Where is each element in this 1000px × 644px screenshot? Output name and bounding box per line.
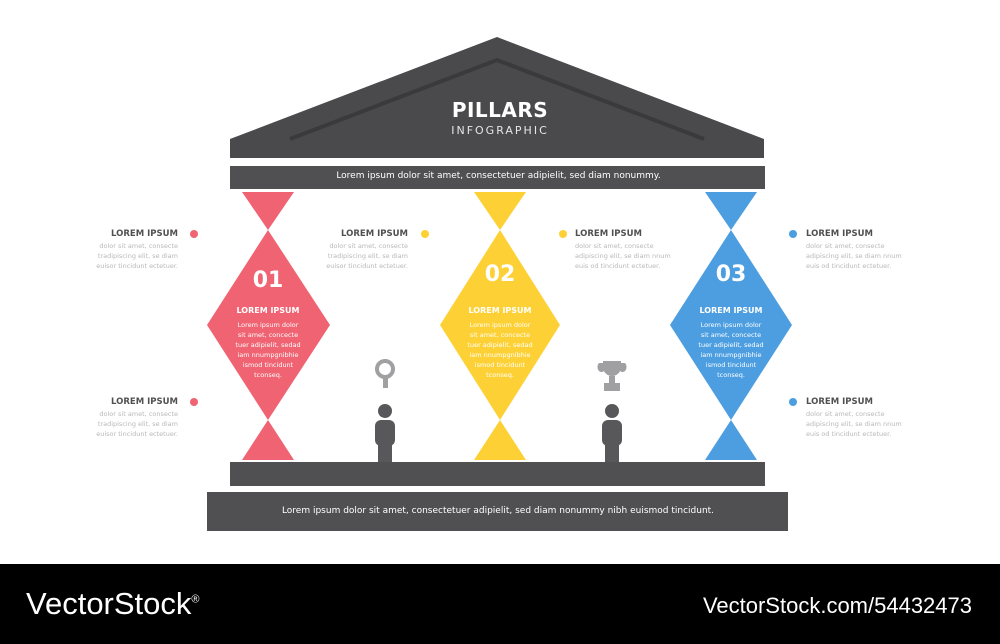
diagram-subtitle: INFOGRAPHIC <box>451 124 549 137</box>
top-beam <box>230 166 765 189</box>
diagram-title: PILLARS <box>451 98 549 122</box>
dot-left-top <box>190 230 198 238</box>
magnifier-icon <box>375 359 395 388</box>
pillar-1-heading: LOREM IPSUM <box>236 306 300 315</box>
floor-beam <box>230 462 765 486</box>
pillar-1-diamond <box>207 230 330 420</box>
pillar-2-number: 02 <box>484 262 516 287</box>
dot-left-bottom <box>190 398 198 406</box>
pillar-1-bottom-triangle <box>242 420 294 460</box>
pillar-1 <box>207 192 330 460</box>
stock-image-id: VectorStock.com/54432473 <box>702 593 972 618</box>
person-icon <box>375 404 395 462</box>
pillar-3-heading: LOREM IPSUM <box>699 306 763 315</box>
side-label-mid1-heading: LOREM IPSUM <box>341 229 408 239</box>
pillar-3 <box>670 192 792 460</box>
pillar-2-heading: LOREM IPSUM <box>468 306 532 315</box>
base-plinth <box>207 492 788 531</box>
roof <box>230 37 764 158</box>
dot-mid1 <box>421 230 429 238</box>
side-label-left-bottom-heading: LOREM IPSUM <box>111 397 178 407</box>
side-label-left-top-heading: LOREM IPSUM <box>111 229 178 239</box>
side-label-right-top-heading: LOREM IPSUM <box>806 229 873 239</box>
dot-mid2 <box>559 230 567 238</box>
pillar-2-bottom-triangle <box>474 420 526 460</box>
vectorstock-logo: VectorStock® <box>26 586 200 621</box>
pillar-3-bottom-triangle <box>705 420 757 460</box>
base-caption: Lorem ipsum dolor sit amet, consectetuer… <box>281 506 715 516</box>
trophy-icon <box>597 361 627 391</box>
pillar-3-number: 03 <box>715 262 747 287</box>
pillar-2-diamond <box>440 230 560 420</box>
pillar-2-top-triangle <box>474 192 526 230</box>
beam-caption: Lorem ipsum dolor sit amet, consectetuer… <box>336 171 661 181</box>
person-icon <box>602 404 622 462</box>
pillar-1-number: 01 <box>252 268 284 293</box>
side-label-mid2-heading: LOREM IPSUM <box>575 229 642 239</box>
roof-inner-line <box>289 57 705 141</box>
pillar-3-top-triangle <box>705 192 757 230</box>
side-label-right-bottom-heading: LOREM IPSUM <box>806 397 873 407</box>
pillar-3-diamond <box>670 230 792 420</box>
dot-right-top <box>789 230 797 238</box>
pillar-1-top-triangle <box>242 192 294 230</box>
watermark-footer <box>0 564 1000 644</box>
dot-right-bottom <box>789 398 797 406</box>
pillar-2 <box>440 192 560 460</box>
